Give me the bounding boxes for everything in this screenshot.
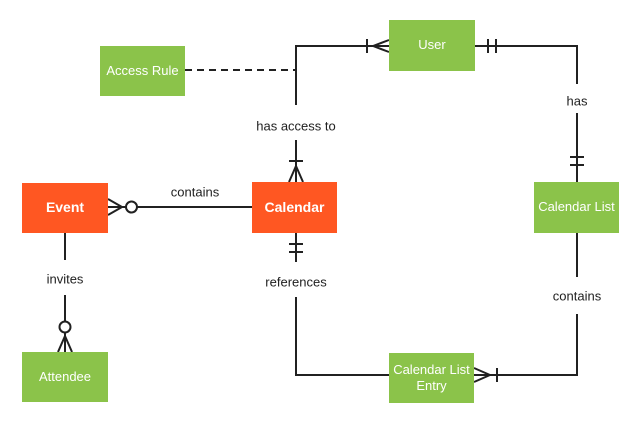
cardinality-crowfoot-many [288, 165, 304, 183]
edge-line [295, 45, 389, 105]
cardinality-zero-circle [125, 200, 138, 214]
entity-access-rule[interactable]: Access Rule [100, 46, 185, 96]
cardinality-crowfoot-many [372, 39, 390, 53]
entity-calendar[interactable]: Calendar [252, 182, 337, 233]
edge-calendar-calendarlistentry [289, 233, 389, 376]
edge-event-attendee [57, 233, 73, 353]
cardinality-crowfoot-many [57, 335, 73, 353]
cardinality-exactly-one-bars [487, 39, 497, 53]
edge-line [475, 45, 578, 84]
cardinality-exactly-one-bars [570, 156, 584, 166]
edge-label-contains-right: contains [550, 288, 604, 304]
edge-calendar-user [288, 39, 390, 183]
cardinality-zero-circle [58, 320, 72, 334]
edge-calendarlist-calendarlistentry [473, 233, 578, 383]
edge-line [474, 314, 578, 376]
edge-label-has-access-to: has access to [254, 118, 338, 134]
edge-label-has: has [564, 93, 590, 109]
edge-user-calendarlist [475, 39, 584, 182]
edge-label-invites: invites [44, 271, 86, 287]
edge-label-references: references [263, 274, 329, 290]
cardinality-crowfoot-many [107, 198, 123, 216]
entity-calendar-list-entry[interactable]: Calendar List Entry [389, 353, 474, 403]
entity-attendee[interactable]: Attendee [22, 352, 108, 402]
edge-line [295, 297, 389, 376]
entity-user[interactable]: User [389, 20, 475, 71]
edge-label-contains-top: contains [168, 184, 222, 200]
cardinality-exactly-one-bars [289, 243, 303, 253]
entity-calendar-list[interactable]: Calendar List [534, 182, 619, 233]
edge-event-calendar [107, 198, 252, 216]
entity-event[interactable]: Event [22, 183, 108, 233]
cardinality-crowfoot-many [473, 367, 491, 383]
